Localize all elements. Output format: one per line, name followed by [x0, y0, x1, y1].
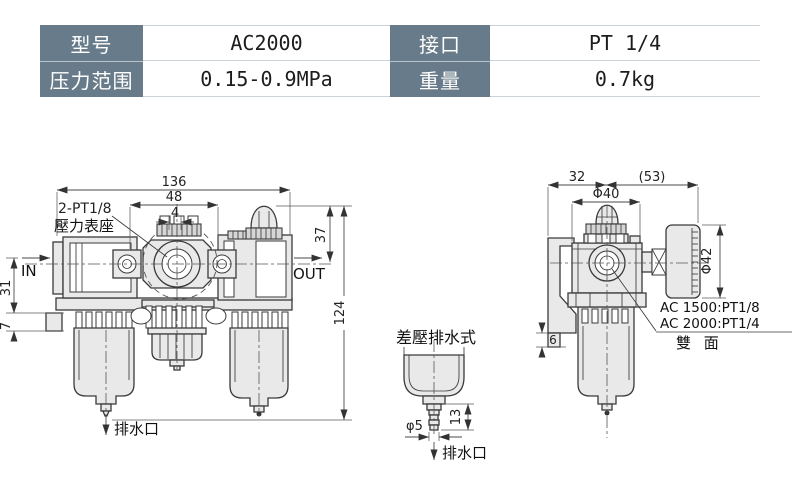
dim-total-height: 124: [112, 206, 352, 421]
dim-37-label: 37: [314, 227, 329, 244]
filter-bowl: [73, 327, 135, 417]
dim-6-label: 6: [549, 333, 557, 347]
note-ac1500: AC 1500:PT1/8: [660, 300, 760, 316]
dim-gauge-diameter: Φ42: [700, 224, 726, 299]
mounting-bracket: [547, 237, 577, 348]
spec-row-2: 压力范围 0.15-0.9MPa 重量 0.7kg: [40, 61, 760, 97]
gauge-seat-callout: 2-PT1/8 壓力表座: [54, 201, 168, 258]
spec-value-port: PT 1/4: [490, 25, 760, 61]
front-view-drawing: 136 48 4 2-PT1/8 壓力表座 IN: [0, 175, 352, 438]
dim-32-label: 32: [569, 170, 586, 185]
mount-screw-right: [205, 307, 227, 325]
in-label: IN: [21, 262, 37, 280]
spec-label-weight: 重量: [390, 61, 490, 97]
dim-136-label: 136: [162, 175, 187, 190]
spec-table: 型号 AC2000 接口 PT 1/4 压力范围 0.15-0.9MPa 重量 …: [40, 25, 760, 97]
dim-out-height: 37: [276, 205, 352, 262]
dim-flange-height: 7: [0, 302, 64, 342]
dim-48-label: 48: [166, 190, 183, 205]
gauge-seat-label: 壓力表座: [54, 217, 114, 235]
dim-depth: (53): [606, 170, 698, 189]
out-label: OUT: [293, 265, 326, 283]
port-thread-note: AC 1500:PT1/8 AC 2000:PT1/4 雙 面: [611, 268, 792, 352]
dim-bracket-foot: 6: [536, 322, 566, 358]
dim-body-diameter: Φ40: [571, 187, 641, 241]
body-left-foot: [45, 312, 63, 332]
dim-13-label: 13: [449, 409, 464, 426]
mount-screw-left: [130, 307, 152, 325]
drain-detail-title: 差壓排水式: [396, 328, 476, 347]
oil-fill-dome-cap: [227, 205, 283, 240]
pressure-gauge: [641, 224, 701, 299]
drain-detail-drawing: 差壓排水式 13 φ5: [396, 328, 487, 462]
spec-row-1: 型号 AC2000 接口 PT 1/4: [40, 25, 760, 61]
dim-total-width: 136: [56, 175, 291, 236]
dim-phi42-label: Φ42: [700, 248, 715, 275]
spec-value-weight: 0.7kg: [490, 61, 760, 97]
detail-drain-annotation: 排水口: [430, 442, 487, 462]
dim-stem-diameter: φ5: [405, 419, 462, 441]
front-right-comb: [231, 311, 289, 329]
dim-7-label: 7: [0, 322, 14, 330]
spec-label-model: 型号: [40, 25, 143, 61]
side-bowl: [577, 306, 635, 416]
front-drain-annotation: 排水口: [102, 414, 159, 438]
dim-phi5-label: φ5: [406, 419, 423, 434]
dim-tab-width: 4: [156, 206, 194, 230]
in-port-annotation: IN: [21, 254, 50, 280]
front-drain-label: 排水口: [114, 420, 159, 438]
technical-drawings: 136 48 4 2-PT1/8 壓力表座 IN: [0, 170, 792, 462]
out-port-annotation: OUT: [293, 254, 326, 283]
note-leader-line: [611, 268, 657, 332]
dim-phi40-label: Φ40: [593, 187, 620, 202]
dim-53-label: (53): [639, 170, 666, 185]
spec-value-pressure-range: 0.15-0.9MPa: [143, 61, 390, 97]
dim-124-label: 124: [333, 301, 348, 326]
dim-bracket-offset: 32: [547, 170, 699, 236]
detail-drain-label: 排水口: [442, 444, 487, 462]
dim-stem-length: 13: [441, 403, 474, 431]
note-ac2000: AC 2000:PT1/4: [660, 316, 760, 332]
spec-value-model: AC2000: [143, 25, 390, 61]
dim-4-label: 4: [171, 206, 179, 221]
side-adjust-knob: [583, 204, 641, 244]
side-view-drawing: 32 (53) Φ40 Φ42 6: [536, 170, 792, 438]
spec-label-pressure-range: 压力范围: [40, 61, 143, 97]
dim-gauge-span: 48: [129, 190, 219, 249]
front-left-comb: [75, 311, 133, 329]
note-both-sides: 雙 面: [676, 334, 723, 352]
gauge-ports-label: 2-PT1/8: [58, 201, 111, 217]
spec-label-port: 接口: [390, 25, 490, 61]
dim-31-label: 31: [0, 280, 14, 297]
front-center-comb: [141, 299, 215, 329]
